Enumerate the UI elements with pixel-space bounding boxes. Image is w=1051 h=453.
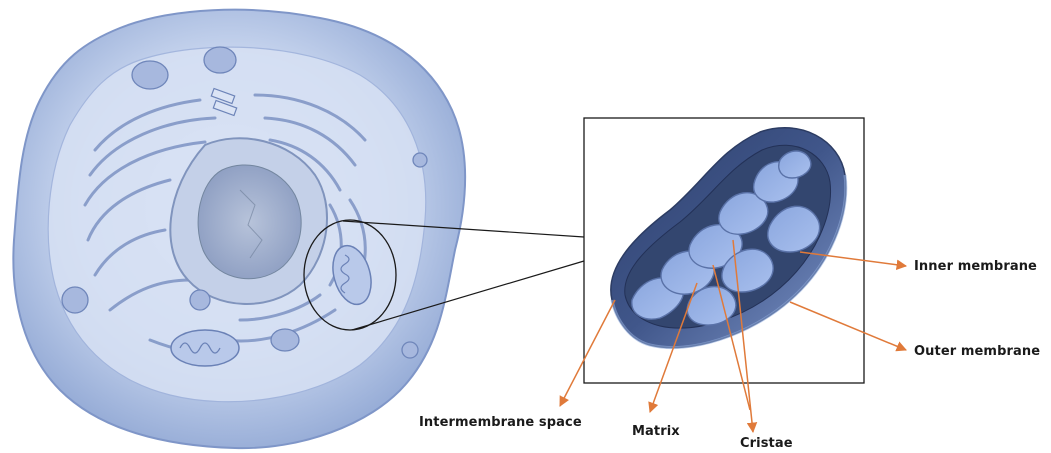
label-matrix: Matrix <box>632 424 680 439</box>
label-inner-membrane: Inner membrane <box>914 259 1037 274</box>
label-outer-membrane: Outer membrane <box>914 344 1040 359</box>
label-cristae: Cristae <box>740 436 793 451</box>
cell-illustration <box>13 10 465 448</box>
label-intermembrane-space: Intermembrane space <box>419 415 582 430</box>
cell-mitochondrion-bottom <box>171 330 239 366</box>
